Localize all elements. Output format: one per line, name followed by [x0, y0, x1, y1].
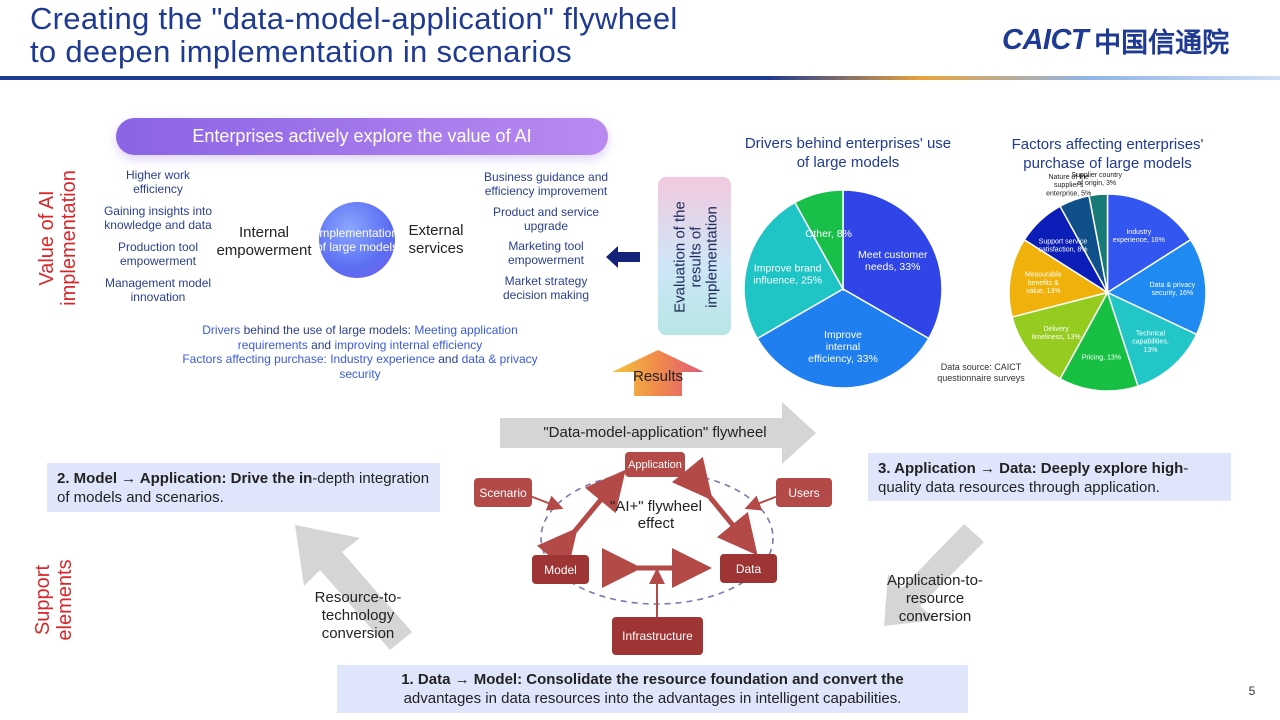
resource-to-tech-arrow-icon — [295, 525, 412, 650]
step1-bold: 1. Data → Model: Consolidate the resourc… — [401, 671, 904, 688]
external-item-1: Business guidance and efficiency improve… — [483, 170, 609, 198]
step3-rest: -quality data resources through applicat… — [878, 460, 1189, 496]
drivers-prefix: Drivers — [202, 323, 241, 337]
drivers-mid: behind the use of large models: — [240, 323, 415, 337]
logo-chinese: 中国信通院 — [1094, 27, 1230, 59]
drivers-line: Drivers behind the use of large models: … — [175, 323, 545, 352]
external-item-4: Market strategy decision making — [502, 274, 590, 302]
step1-box: 1. Data → Model: Consolidate the resourc… — [337, 665, 968, 713]
evaluation-box — [658, 177, 731, 335]
step3-bold: 3. Application → Data: Deeply explore hi… — [878, 460, 1184, 477]
resource-to-tech-label: Resource-to-technology conversion — [314, 589, 402, 642]
drivers-and: and — [307, 337, 335, 352]
app-to-resource-arrow-icon — [884, 524, 984, 626]
implementation-circle: Implementation of large models — [315, 202, 399, 278]
pie2-slice-5 — [1011, 291, 1109, 380]
internal-item-1: Higher work efficiency — [125, 168, 191, 196]
page-title-line1: Creating the "data-model-application" fl… — [30, 1, 678, 36]
node-users: Users — [776, 478, 832, 507]
pie1-title: Drivers behind enterprises' use of large… — [744, 135, 952, 171]
flywheel-title: "Data-model-application" flywheel — [543, 424, 767, 441]
side-label-support: Support elements — [32, 559, 76, 641]
page-title: Creating the "data-model-application" fl… — [30, 2, 930, 68]
logo-english: CAICT — [1002, 23, 1089, 56]
pie2-slice-4 — [1059, 290, 1139, 392]
pie1-label-4: Other, 8% — [805, 228, 852, 240]
pie1-slice-1 — [842, 189, 943, 340]
pie2-label-4: Pricing, 13% — [1082, 355, 1121, 362]
page-number: 5 — [1248, 684, 1256, 698]
node-application: Application — [625, 452, 685, 477]
implementation-circle-text: Implementation of large models — [315, 226, 399, 254]
step3-box: 3. Application → Data: Deeply explore hi… — [868, 453, 1231, 501]
header-divider — [0, 76, 1280, 80]
flywheel-ellipse — [529, 456, 779, 618]
pie1-slice-4 — [793, 189, 844, 292]
left-arrow-icon — [606, 246, 640, 268]
external-item-3: Marketing tool empowerment — [507, 239, 585, 267]
internal-empowerment-label: Internal empowerment — [216, 224, 312, 259]
drivers-highlight-1: Meeting application requirements — [237, 323, 518, 352]
step2-box: 2. Model → Application: Drive the in-dep… — [47, 463, 440, 512]
drivers-highlight-2: improving internal efficiency — [334, 337, 483, 352]
evaluation-label: Evaluation of the results of implementat… — [671, 201, 721, 313]
caict-logo: CAICT 中国信通院 — [1002, 20, 1252, 60]
factors-highlight-2: data & privacy security — [339, 352, 538, 381]
pie2-slice-6 — [1008, 238, 1110, 318]
external-item-2: Product and service upgrade — [492, 205, 600, 233]
step1-rest: advantages in data resources into the ad… — [403, 690, 902, 707]
pie2-title: Factors affecting enterprises' purchase … — [1011, 136, 1204, 172]
internal-item-2: Gaining insights into knowledge and data — [103, 204, 213, 232]
node-model: Model — [532, 555, 589, 584]
node-infrastructure: Infrastructure — [612, 617, 703, 655]
internal-item-3: Production tool empowerment — [117, 240, 199, 268]
step2-rest: -depth integration of models and scenari… — [57, 470, 430, 506]
factors-and: and — [434, 352, 462, 366]
pie2-slice-1 — [1106, 193, 1192, 294]
pie2-slice-3 — [1106, 291, 1198, 388]
explore-value-banner: Enterprises actively explore the value o… — [116, 118, 608, 155]
page-title-line2: to deepen implementation in scenarios — [30, 34, 572, 69]
results-label: Results — [632, 368, 684, 385]
results-up-arrow-icon — [612, 350, 704, 396]
side-label-value: Value of AI implementation — [36, 170, 80, 306]
flywheel-big-arrow-icon — [500, 402, 816, 464]
external-services-label: External services — [408, 222, 464, 257]
data-source-note: Data source: CAICT questionnaire surveys — [937, 362, 1025, 383]
node-scenario: Scenario — [474, 478, 532, 507]
pie2-slice-2 — [1105, 238, 1207, 336]
ai-flywheel-effect: "AI+" flywheel effect — [610, 498, 702, 532]
factors-highlight-1: Industry experience — [330, 352, 435, 366]
pie1-slice-3 — [743, 201, 845, 340]
factors-line: Factors affecting purchase: Industry exp… — [175, 352, 545, 381]
pie2-slice-9 — [1088, 193, 1109, 293]
factors-prefix: Factors affecting purchase: — [182, 352, 331, 366]
internal-item-4: Management model innovation — [104, 276, 212, 304]
drivers-factors-summary: Drivers behind the use of large models: … — [175, 323, 545, 381]
node-data: Data — [720, 554, 777, 583]
step2-bold: 2. Model → Application: Drive the in — [57, 470, 313, 487]
app-to-resource-label: Application-to-resource conversion — [887, 572, 983, 625]
